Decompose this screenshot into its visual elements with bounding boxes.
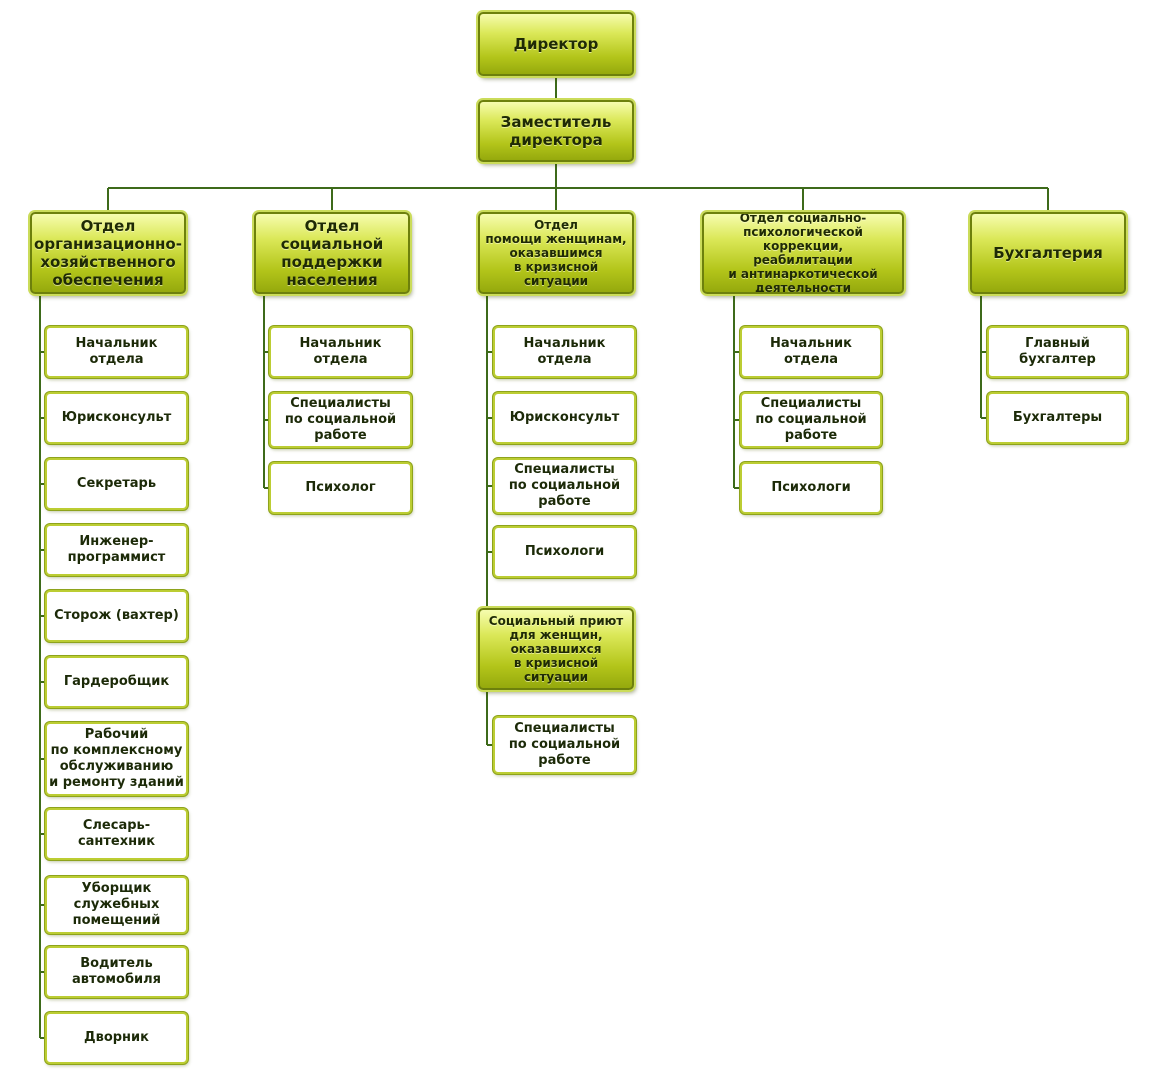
staff-label: Начальник отдела (299, 336, 382, 367)
staff-box: Начальник отдела (269, 326, 412, 378)
staff-label: Слесарь-сантехник (77, 818, 156, 849)
staff-box: Рабочий по комплексному обслуживанию и р… (45, 722, 188, 796)
staff-box: Водитель автомобиля (45, 946, 188, 998)
staff-box: Начальник отдела (493, 326, 636, 378)
deputy-director-box: Заместитель директора (478, 100, 634, 162)
staff-label: Специалисты по социальной работе (508, 462, 621, 509)
staff-label: Секретарь (76, 476, 157, 491)
staff-box: Начальник отдела (45, 326, 188, 378)
dept-title: Отдел социальной поддержки населения (280, 217, 384, 289)
staff-box: Уборщик служебных помещений (45, 876, 188, 934)
staff-box: Дворник (45, 1012, 188, 1064)
staff-label: Начальник отдела (75, 336, 158, 367)
staff-box: Специалисты по социальной работе (269, 392, 412, 448)
dept-title: Отдел организационно- хозяйственного обе… (34, 217, 182, 289)
dept-title: Бухгалтерия (993, 244, 1103, 262)
dept-accounting: Бухгалтерия (970, 212, 1126, 294)
dept-title: Отдел помощи женщинам, оказавшимся в кри… (485, 218, 627, 288)
staff-box: Специалисты по социальной работе (493, 716, 636, 774)
staff-label: Юрисконсульт (509, 410, 620, 425)
staff-box: Специалисты по социальной работе (493, 458, 636, 514)
staff-label: Психолог (305, 480, 376, 495)
staff-label: Бухгалтеры (1012, 410, 1103, 425)
dept-title: Отдел социально- психологической коррекц… (728, 212, 878, 294)
dept-women-crisis-help: Отдел помощи женщинам, оказавшимся в кри… (478, 212, 634, 294)
staff-box: Слесарь-сантехник (45, 808, 188, 860)
staff-box: Юрисконсульт (493, 392, 636, 444)
staff-label: Главный бухгалтер (1019, 336, 1096, 367)
staff-label: Уборщик служебных помещений (72, 881, 161, 928)
staff-box: Психологи (740, 462, 882, 514)
staff-label: Специалисты по социальной работе (508, 721, 621, 768)
director-label: Директор (513, 35, 599, 53)
staff-label: Начальник отдела (523, 336, 606, 367)
director-box: Директор (478, 12, 634, 76)
staff-label: Юрисконсульт (61, 410, 172, 425)
women-shelter-unit: Социальный приют для женщин, оказавшихся… (478, 608, 634, 690)
deputy-director-label: Заместитель директора (500, 113, 612, 149)
staff-label: Психологи (771, 480, 851, 495)
dept-org-economic: Отдел организационно- хозяйственного обе… (30, 212, 186, 294)
staff-label: Сторож (вахтер) (54, 608, 179, 623)
staff-label: Начальник отдела (769, 336, 852, 367)
staff-label: Инженер- программист (67, 534, 166, 565)
staff-box: Сторож (вахтер) (45, 590, 188, 642)
staff-label: Дворник (84, 1030, 149, 1045)
dept-social-support: Отдел социальной поддержки населения (254, 212, 410, 294)
staff-box: Психологи (493, 526, 636, 578)
staff-box: Начальник отдела (740, 326, 882, 378)
staff-box: Бухгалтеры (987, 392, 1128, 444)
staff-box: Секретарь (45, 458, 188, 510)
staff-box: Специалисты по социальной работе (740, 392, 882, 448)
staff-label: Специалисты по социальной работе (284, 396, 397, 443)
staff-box: Инженер- программист (45, 524, 188, 576)
staff-label: Гардеробщик (63, 674, 170, 689)
staff-label: Специалисты по социальной работе (755, 396, 867, 443)
staff-label: Рабочий по комплексному обслуживанию и р… (49, 727, 184, 790)
staff-box: Главный бухгалтер (987, 326, 1128, 378)
staff-box: Гардеробщик (45, 656, 188, 708)
shelter-title: Социальный приют для женщин, оказавшихся… (488, 614, 624, 684)
staff-box: Юрисконсульт (45, 392, 188, 444)
staff-label: Психологи (524, 544, 605, 559)
staff-label: Водитель автомобиля (71, 956, 162, 987)
dept-psych-correction: Отдел социально- психологической коррекц… (702, 212, 904, 294)
staff-box: Психолог (269, 462, 412, 514)
